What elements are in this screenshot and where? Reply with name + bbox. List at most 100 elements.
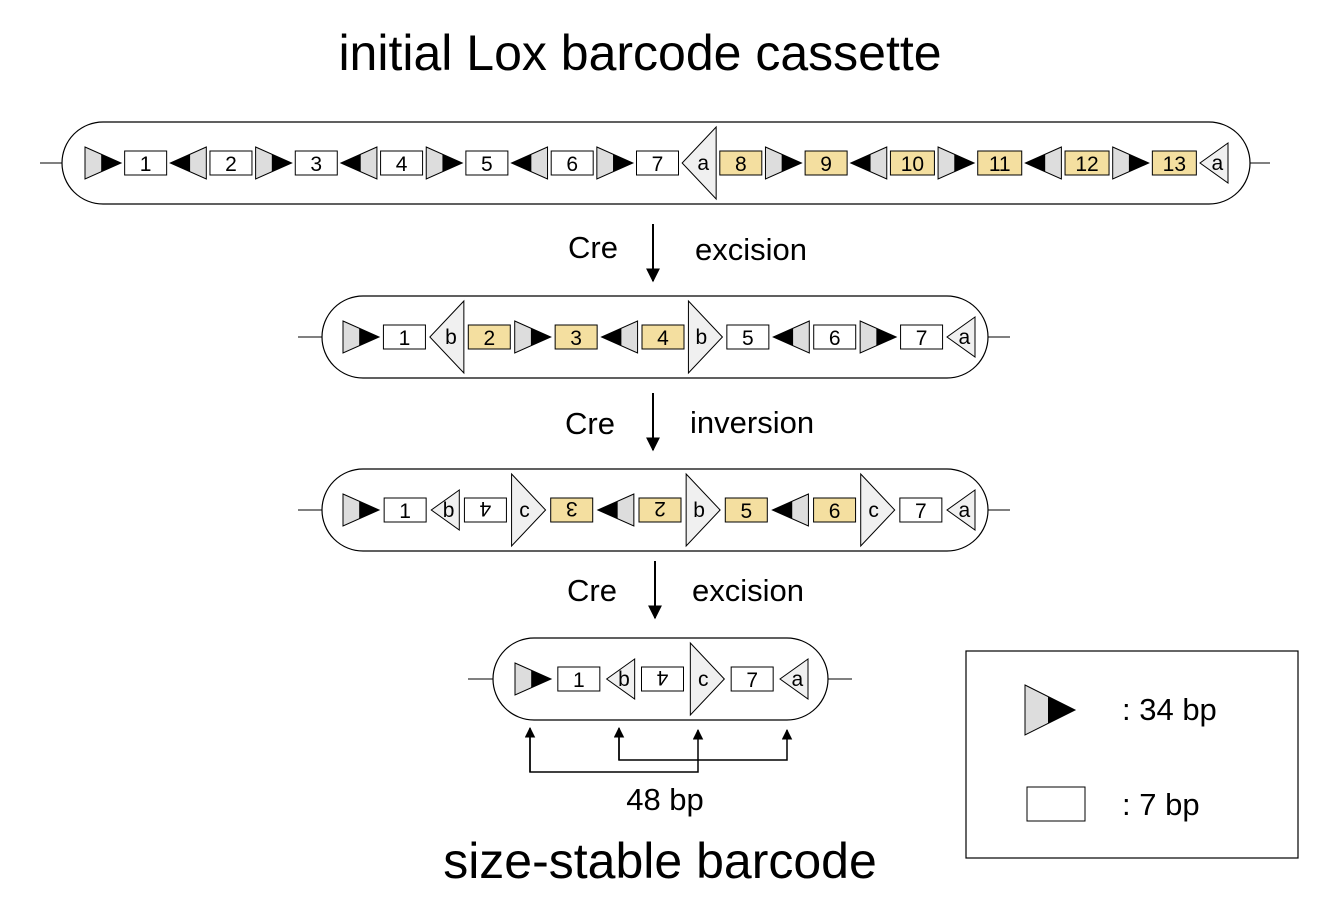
lox-arrow-left: [771, 493, 809, 527]
step-3-enzyme: Cre: [567, 573, 617, 608]
barcode-box-label: 10: [901, 153, 924, 176]
span-label: 48 bp: [626, 782, 704, 817]
step-2: Cre inversion: [565, 393, 814, 452]
lox-arrow-right: [255, 146, 293, 180]
barcode-box-label: 6: [829, 500, 841, 523]
lox-site-b: [430, 489, 460, 531]
barcode-box: [813, 497, 857, 523]
barcode-box-label: 7: [746, 669, 758, 692]
legend-box-icon: [1026, 786, 1086, 822]
title-size-stable: size-stable barcode: [443, 833, 877, 889]
barcode-box: [554, 324, 598, 350]
lox-site-b: [687, 299, 724, 375]
step-1-action: excision: [695, 232, 807, 267]
lox-site-b: [685, 472, 721, 548]
step-3: Cre excision: [567, 561, 804, 620]
lox-site-c: [689, 641, 726, 717]
barcode-box-label: 7: [652, 153, 664, 176]
barcode-box: [380, 150, 424, 176]
lox-site-a: [946, 489, 976, 531]
barcode-box: [899, 497, 943, 523]
lox-site-c: [860, 472, 896, 548]
lox-arrow-left: [1024, 146, 1062, 180]
lox-arrow-right: [342, 320, 381, 354]
barcode-box-label: 5: [742, 327, 754, 350]
barcode-box-label: 12: [1075, 153, 1098, 176]
barcode-box: [641, 666, 684, 692]
barcode-box-label: 11: [989, 153, 1011, 176]
lox-site-label: b: [445, 326, 457, 349]
barcode-box-label: 4: [656, 666, 668, 689]
span-bracket: 48 bp: [524, 726, 793, 817]
lox-site-b: [605, 658, 636, 700]
cassette-capsule: [492, 637, 829, 721]
barcode-box: [467, 324, 511, 350]
barcode-box: [719, 150, 763, 176]
barcode-box: [124, 150, 168, 176]
step-2-action: inversion: [690, 405, 814, 440]
lox-arrow-right: [514, 662, 553, 696]
step-2-enzyme: Cre: [565, 406, 615, 441]
barcode-box-label: 5: [481, 153, 493, 176]
barcode-box-label: 6: [566, 153, 578, 176]
barcode-box-label: 1: [573, 669, 585, 692]
lox-arrow-right: [84, 146, 123, 180]
barcode-box: [550, 497, 594, 523]
lox-arrow-left: [772, 320, 810, 354]
lox-arrow-right: [859, 320, 898, 354]
cassette-capsule: [321, 468, 989, 552]
barcode-box: [294, 150, 338, 176]
lox-site-label: b: [443, 499, 455, 522]
lox-site-label: b: [696, 326, 708, 349]
barcode-box: [724, 497, 768, 523]
legend: : 34 bp : 7 bp: [965, 650, 1299, 859]
barcode-box-label: 8: [735, 153, 747, 176]
barcode-box-label: 2: [483, 327, 495, 350]
barcode-box: [557, 666, 601, 692]
barcode-box-label: 3: [566, 497, 578, 520]
lox-site-label: a: [697, 152, 709, 175]
lox-site-label: b: [618, 668, 630, 691]
cassette-capsule: [61, 121, 1251, 205]
barcode-box: [726, 324, 770, 350]
barcode-box-label: 3: [570, 327, 582, 350]
barcode-box: [550, 150, 594, 176]
lox-site-label: a: [959, 326, 971, 349]
step-3-action: excision: [692, 573, 804, 608]
barcode-box-label: 4: [657, 327, 669, 350]
lox-arrow-left: [169, 146, 207, 180]
step-1: Cre excision: [568, 224, 807, 283]
lox-arrow-right: [425, 146, 464, 180]
lox-arrow-right: [764, 146, 803, 180]
barcode-box-label: 2: [225, 153, 237, 176]
cassette-capsule: [321, 295, 989, 379]
lox-site-label: c: [868, 499, 879, 522]
lox-site-label: b: [693, 499, 705, 522]
lox-site-c: [511, 472, 547, 548]
step-1-enzyme: Cre: [568, 230, 618, 265]
lox-site-label: a: [792, 668, 804, 691]
barcode-box: [641, 324, 685, 350]
barcode-box: [730, 666, 774, 692]
barcode-box: [977, 150, 1023, 176]
lox-arrow-left: [849, 146, 888, 180]
lox-site-a: [779, 658, 809, 700]
barcode-box-label: 3: [310, 153, 322, 176]
lox-site-b: [429, 299, 465, 375]
barcode-box: [1151, 150, 1197, 176]
lox-arrow-right: [342, 493, 381, 527]
barcode-box-label: 7: [915, 500, 927, 523]
barcode-box-label: 5: [740, 500, 752, 523]
lox-arrow-left: [600, 320, 639, 354]
barcode-box-label: 9: [820, 153, 832, 176]
lox-arrow-left: [596, 493, 635, 527]
barcode-box: [889, 150, 935, 176]
lox-site-label: c: [519, 499, 530, 522]
title-initial-cassette: initial Lox barcode cassette: [338, 25, 941, 81]
lox-arrow-left: [510, 146, 549, 180]
barcode-box: [209, 150, 253, 176]
